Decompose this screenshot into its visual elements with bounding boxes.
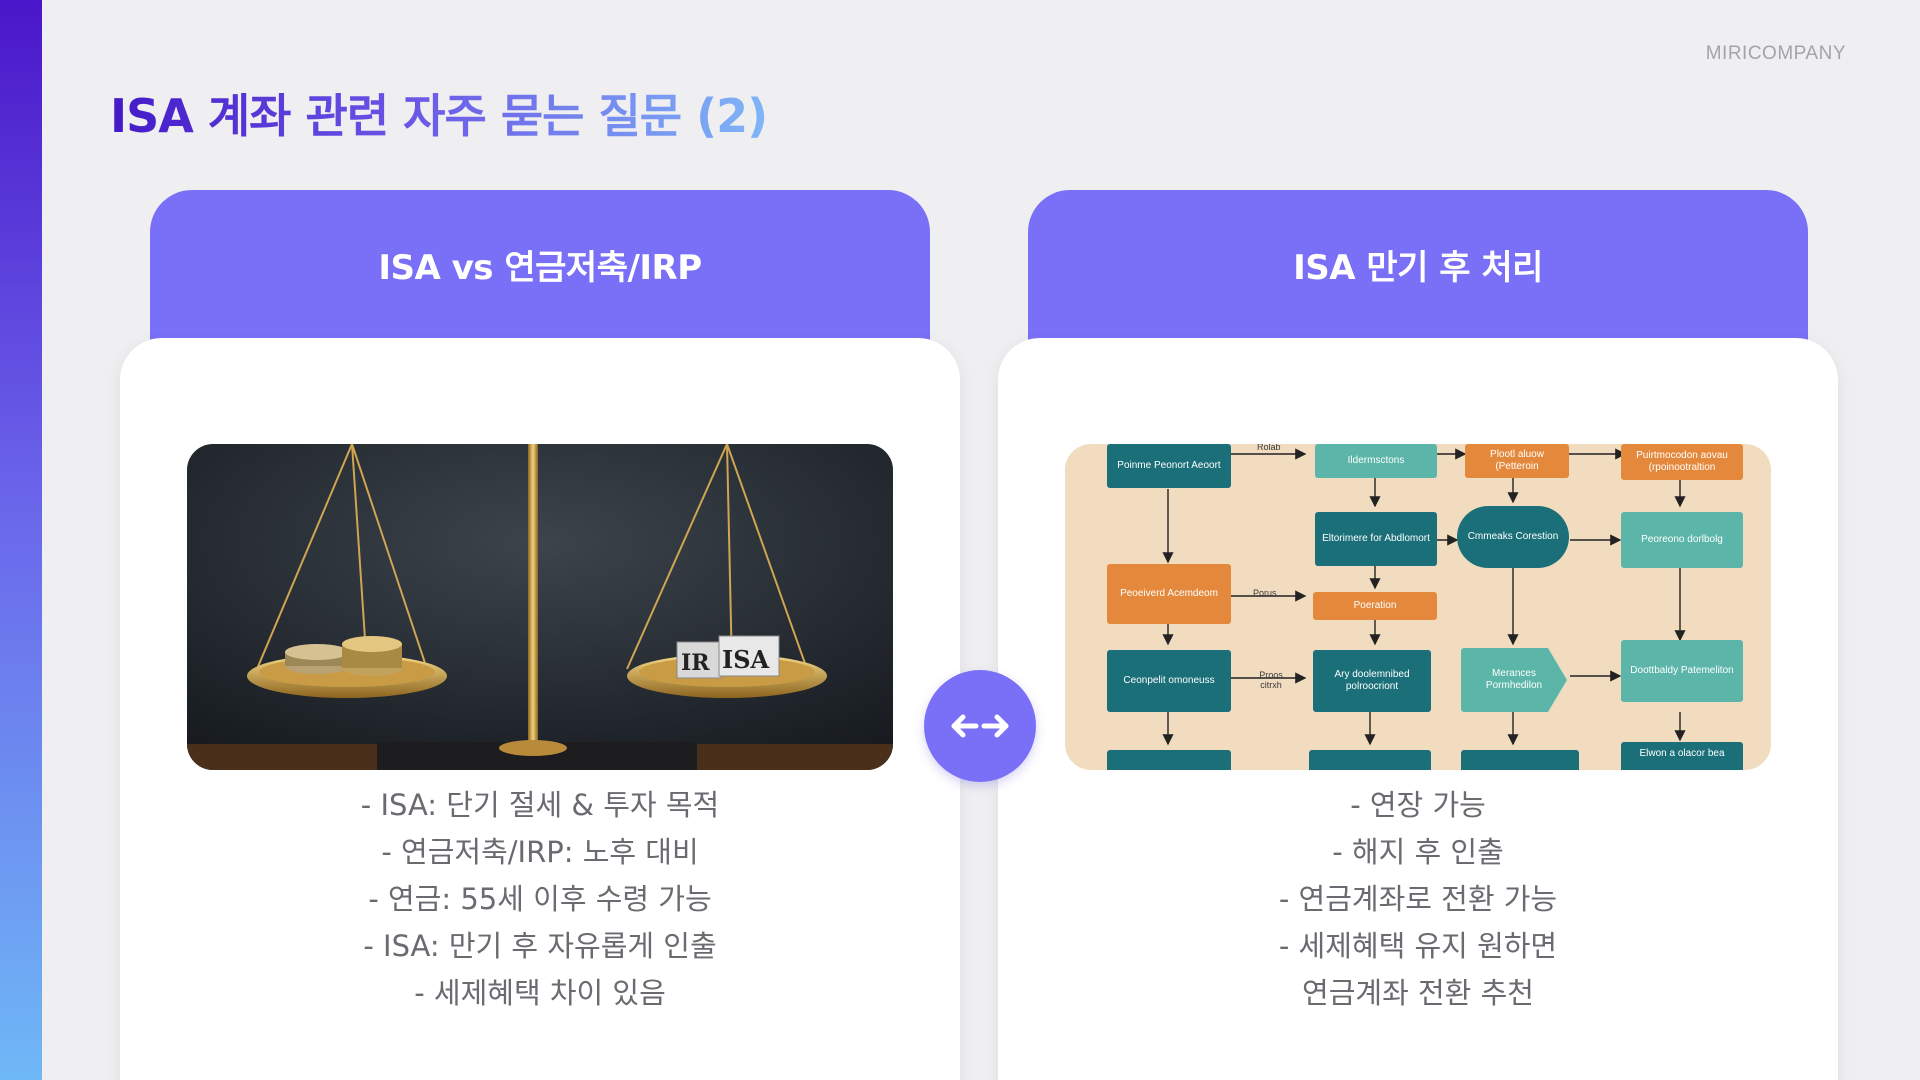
ir-block-label: IR bbox=[681, 650, 710, 676]
flow-node: Ildermsctons bbox=[1315, 444, 1437, 478]
flow-node: Poinme Peonort Aeoort bbox=[1107, 444, 1231, 488]
card-header: ISA 만기 후 처리 bbox=[1028, 190, 1808, 360]
card-text-list: - ISA: 단기 절세 & 투자 목적 - 연금저축/IRP: 노후 대비 -… bbox=[120, 782, 960, 1017]
flow-node: Poeration bbox=[1313, 592, 1437, 620]
compare-swap-button[interactable] bbox=[924, 670, 1036, 782]
list-item: - 연금계좌로 전환 가능 bbox=[1278, 882, 1558, 916]
flowchart-image: Poinme Peonort Aeoort Rolab Ildermsctons… bbox=[1065, 444, 1771, 770]
company-logo-text: MIRICOMPANY bbox=[1705, 43, 1846, 64]
flow-node: Eltorimere for Abdlomort bbox=[1315, 512, 1437, 566]
flow-node: Merances Pormhedilon bbox=[1461, 648, 1567, 712]
flow-node: Peoeiverd Acemdeom bbox=[1107, 564, 1231, 624]
flow-node: Cmmeaks Corestion bbox=[1457, 506, 1569, 568]
balance-scale-image: IR ISA bbox=[187, 444, 893, 770]
double-arrow-icon bbox=[951, 714, 1009, 738]
list-item: - 연금: 55세 이후 수령 가능 bbox=[368, 882, 712, 916]
card-text-list: - 연장 가능 - 해지 후 인출 - 연금계좌로 전환 가능 - 세제혜택 유… bbox=[998, 782, 1838, 1017]
flow-node: Plootl aluow (Petteroin bbox=[1465, 444, 1569, 478]
list-item: - 연금저축/IRP: 노후 대비 bbox=[381, 835, 699, 869]
list-item: - 세제혜택 차이 있음 bbox=[414, 976, 666, 1010]
flow-node: Ary doolemnibed polroocriont bbox=[1313, 650, 1431, 712]
list-item: - ISA: 만기 후 자유롭게 인출 bbox=[363, 929, 717, 963]
list-item: - 연장 가능 bbox=[1350, 788, 1486, 822]
flow-node bbox=[1309, 750, 1431, 770]
page-title: ISA 계좌 관련 자주 묻는 질문 (2) bbox=[110, 80, 768, 146]
list-item: - 세제혜택 유지 원하면 bbox=[1278, 929, 1558, 963]
card-header: ISA vs 연금저축/IRP bbox=[150, 190, 930, 360]
list-item: - ISA: 단기 절세 & 투자 목적 bbox=[360, 788, 720, 822]
flow-node: Elwon a olacor bea bbox=[1621, 742, 1743, 770]
flow-node bbox=[1461, 750, 1579, 770]
list-item: 연금계좌 전환 추천 bbox=[1302, 976, 1534, 1010]
flow-node bbox=[1107, 750, 1231, 770]
flow-node: Doottbaldy Patemeliton bbox=[1621, 640, 1743, 702]
flow-node: Peoreono dorlbolg bbox=[1621, 512, 1743, 568]
flow-edge-label: Proos citrxh bbox=[1259, 670, 1283, 690]
list-item: - 해지 후 인출 bbox=[1332, 835, 1504, 869]
flow-edge-label: Porus bbox=[1253, 588, 1277, 598]
card-isa-maturity: ISA 만기 후 처리 bbox=[998, 190, 1838, 1080]
coin-stack bbox=[285, 636, 402, 676]
isa-block-label: ISA bbox=[722, 645, 770, 674]
card-isa-vs-pension: ISA vs 연금저축/IRP bbox=[120, 190, 960, 1080]
flow-edge-label: Rolab bbox=[1257, 444, 1281, 452]
flow-node: Puirtmocodon aovau (rpoinootraltion bbox=[1621, 444, 1743, 480]
accent-bar bbox=[0, 0, 42, 1080]
flow-node: Ceonpelit omoneuss bbox=[1107, 650, 1231, 712]
